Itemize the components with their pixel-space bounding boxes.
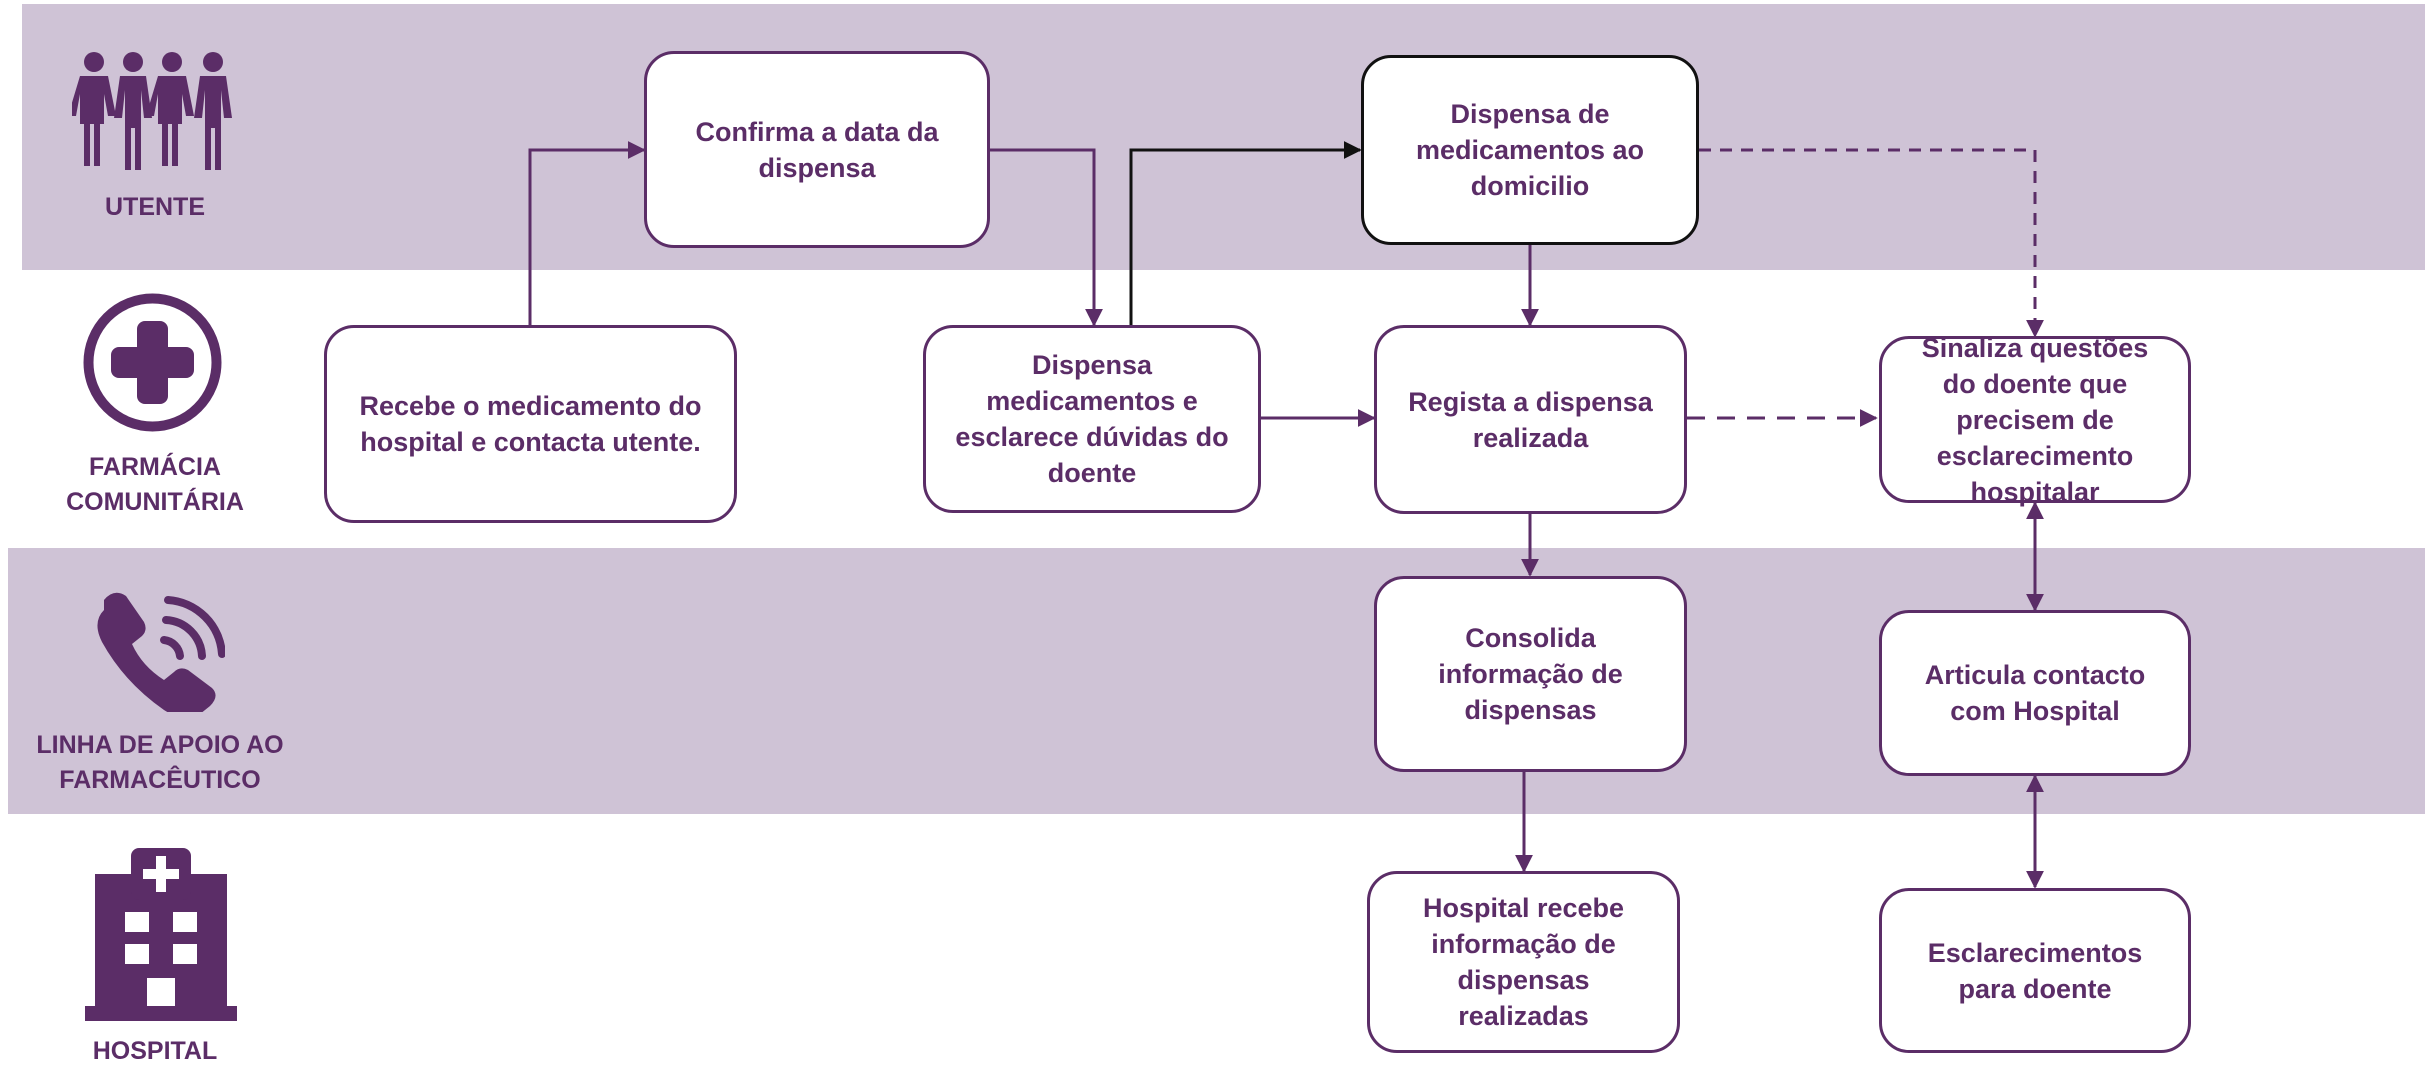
edge-domicilio-to-sinaliza [1699, 148, 2044, 338]
pharmacy-cross-icon [80, 290, 225, 435]
node-confirma-data: Confirma a data da dispensa [644, 51, 990, 248]
node-dispensa-esclarece: Dispensa medicamentos e esclarece dúvida… [923, 325, 1261, 513]
edge-recebe-to-confirma [528, 141, 646, 325]
lane-label-linha: LINHA DE APOIO AO FARMACÊUTICO [36, 731, 284, 794]
node-articula-contacto: Articula contacto com Hospital [1879, 610, 2191, 776]
edge-dispensa-to-domicilio [1129, 141, 1362, 325]
hospital-building-icon [85, 846, 237, 1021]
lane-band-utente [22, 4, 2425, 270]
node-regista-dispensa: Regista a dispensa realizada [1374, 325, 1687, 514]
node-label: Articula contacto com Hospital [1924, 660, 2146, 726]
node-label: Consolida informação de dispensas [1438, 623, 1623, 725]
node-label: Recebe o medicamento do hospital e conta… [359, 391, 702, 457]
node-consolida-informacao: Consolida informação de dispensas [1374, 576, 1687, 772]
node-esclarecimentos: Esclarecimentos para doente [1879, 888, 2191, 1053]
node-label: Dispensa de medicamentos ao domicilio [1415, 99, 1645, 201]
lane-label-farmacia: FARMÁCIA COMUNITÁRIA [66, 453, 244, 516]
node-label: Dispensa medicamentos e esclarece dúvida… [955, 350, 1229, 488]
people-group-icon [68, 50, 237, 170]
node-label: Regista a dispensa realizada [1408, 386, 1653, 453]
node-label: Sinaliza questões do doente que precisem… [1921, 332, 2149, 507]
phone-icon [90, 582, 226, 719]
lane-label-utente: UTENTE [105, 193, 205, 221]
node-hospital-recebe: Hospital recebe informação de dispensas … [1367, 871, 1680, 1053]
node-label: Hospital recebe informação de dispensas … [1422, 893, 1625, 1031]
edge-confirma-to-dispensa [990, 148, 1103, 327]
lane-label-hospital: HOSPITAL [92, 1037, 218, 1065]
node-label: Confirma a data da dispensa [695, 116, 939, 183]
node-label: Esclarecimentos para doente [1927, 937, 2143, 1004]
node-recebe-medicamento: Recebe o medicamento do hospital e conta… [324, 325, 737, 523]
node-dispensa-domicilio: Dispensa de medicamentos ao domicilio [1361, 55, 1699, 245]
node-sinaliza-questoes: Sinaliza questões do doente que precisem… [1879, 333, 2191, 507]
